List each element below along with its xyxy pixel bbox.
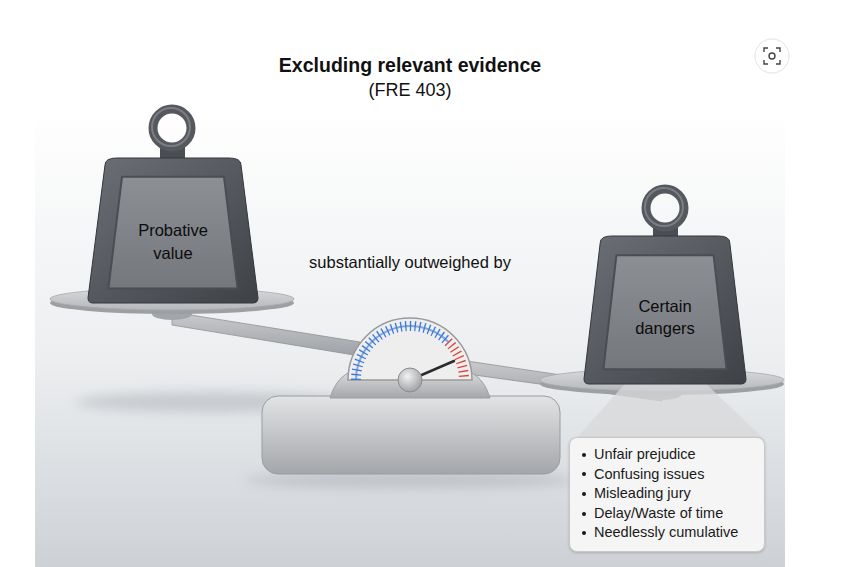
weight-body xyxy=(88,158,258,303)
weight-block: Probative value xyxy=(88,158,258,303)
bullet-dot xyxy=(582,531,586,535)
danger-item: Misleading jury xyxy=(594,484,691,504)
bullet-dot xyxy=(582,472,586,476)
danger-item: Unfair prejudice xyxy=(594,445,696,465)
bullet-item: Delay/Waste of time xyxy=(582,504,754,524)
callout-wedge xyxy=(575,378,765,440)
bullet-item: Confusing issues xyxy=(582,465,754,485)
bullet-item: Misleading jury xyxy=(582,484,754,504)
bullet-item: Unfair prejudice xyxy=(582,445,754,465)
bullet-dot xyxy=(582,453,586,457)
callout-box: Unfair prejudiceConfusing issuesMisleadi… xyxy=(569,437,765,552)
weight-block: Certain dangers xyxy=(584,236,746,384)
bullet-dot xyxy=(582,512,586,516)
balance-caption: substantially outweighed by xyxy=(309,253,511,273)
scan-icon xyxy=(755,39,789,73)
bullet-item: Needlessly cumulative xyxy=(582,523,754,543)
rule-citation: (FRE 403) xyxy=(368,80,451,102)
bullet-dot xyxy=(582,492,586,496)
gauge-dial xyxy=(348,318,472,392)
danger-item: Delay/Waste of time xyxy=(594,504,723,524)
weight-label: Certain dangers xyxy=(619,295,711,340)
weight-body xyxy=(584,236,746,384)
weight-panel xyxy=(603,255,726,369)
background-panel xyxy=(35,108,785,567)
diagram-title: Excluding relevant evidence xyxy=(279,54,541,77)
shadows xyxy=(75,392,575,488)
danger-item: Confusing issues xyxy=(594,465,704,485)
weight-label: Probative value xyxy=(127,219,219,264)
scale-base xyxy=(262,368,560,474)
danger-item: Needlessly cumulative xyxy=(594,523,738,543)
weight-panel xyxy=(108,177,237,289)
